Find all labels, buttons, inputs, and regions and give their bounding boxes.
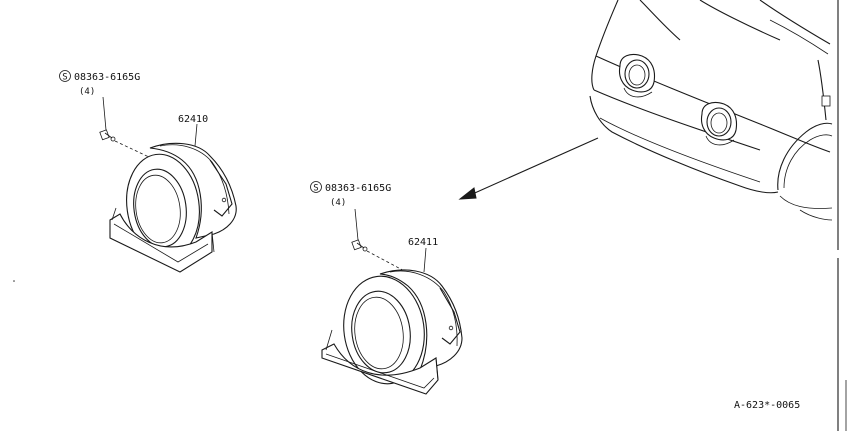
bolt-right [351,239,368,252]
bolt-callout-left: S 08363-6165G (4) [59,70,140,131]
leader-line-bolt-right [354,208,359,241]
leader-line-cover-right [423,247,427,273]
s-symbol-left [59,70,71,82]
bolt-callout-right: S 08363-6165G (4) [310,181,391,241]
s-symbol-letter-right: S [313,184,318,194]
vehicle-front-illustration [589,0,839,250]
bolt-quantity-right: (4) [330,198,346,208]
leader-line-bolt-left [102,96,107,131]
cover-part-number-right: 62411 [408,237,438,248]
fog-lamp-right [700,101,738,146]
fog-lamp-left [618,53,656,98]
headlamp-cover-right [321,269,463,395]
bolt-left [99,129,116,142]
location-arrow [458,137,599,200]
diagram-code: A-623*-0065 [734,400,800,411]
s-symbol-letter-left: S [62,73,67,83]
bolt-part-number-right: 08363-6165G [325,183,391,194]
headlamp-cover-left [109,142,237,273]
bolt-part-number-left: 08363-6165G [74,72,140,83]
cover-part-number-left: 62410 [178,114,208,125]
leader-line-cover-left [194,123,198,147]
s-symbol-right [310,181,322,193]
bolt-quantity-left: (4) [79,87,95,97]
